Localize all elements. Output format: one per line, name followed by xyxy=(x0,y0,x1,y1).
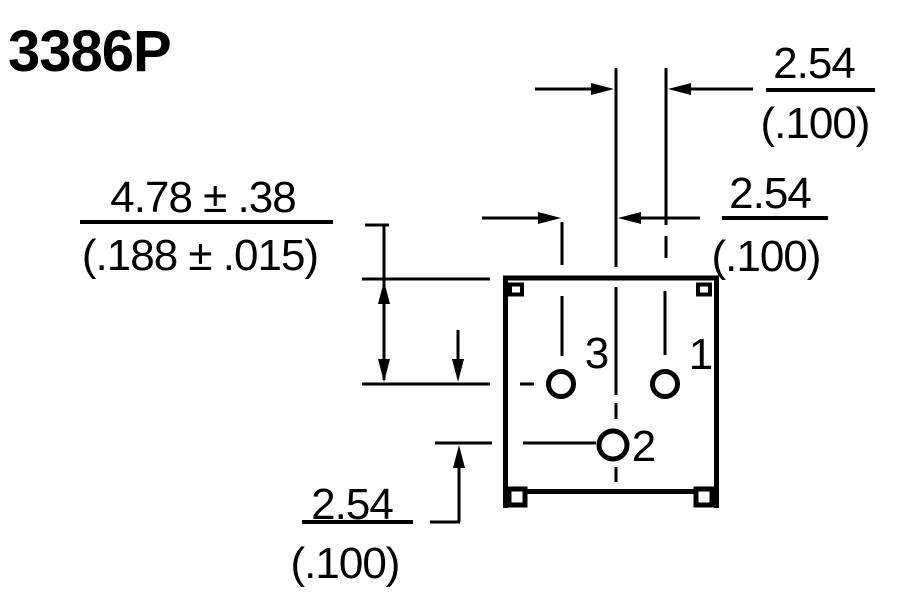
dimension-mm-value: 2.54 xyxy=(729,169,811,218)
dimension-inch-value: (.100) xyxy=(712,232,821,281)
arrow-up-icon xyxy=(453,445,465,468)
pin-2-terminal xyxy=(596,428,630,462)
pin-1-label: 1 xyxy=(689,330,713,379)
centerlines xyxy=(520,68,668,482)
dimension-inch-value: (.100) xyxy=(291,539,400,588)
part-number-title: 3386P xyxy=(8,19,171,84)
dimension-inch-value: (.100) xyxy=(761,99,870,148)
dimension-mm-value: 4.78 ± .38 xyxy=(110,173,295,222)
dimension-body-top-to-pins: 4.78 ± .38 (.188 ± .015) xyxy=(80,173,490,386)
body-outline xyxy=(503,275,719,508)
arrow-left-icon xyxy=(618,212,641,224)
dimension-row-spacing: 2.54 (.100) xyxy=(291,330,492,588)
dimension-mm-value: 2.54 xyxy=(773,39,855,88)
arrow-up-icon xyxy=(378,281,390,304)
dimension-inch-value: (.188 ± .015) xyxy=(82,231,318,280)
dimension-mid-pitch: 2.54 (.100) xyxy=(482,169,828,281)
arrow-right-icon xyxy=(538,212,561,224)
pin-3-terminal xyxy=(546,369,576,399)
pin-2-label: 2 xyxy=(632,422,656,471)
arrow-left-icon xyxy=(668,83,691,95)
arrow-right-icon xyxy=(591,83,614,95)
pin-3-label: 3 xyxy=(585,329,609,378)
standoff-foot-bottom-right xyxy=(693,486,715,508)
standoff-foot-bottom-left xyxy=(506,486,528,508)
pin-1-terminal xyxy=(650,369,680,399)
corner-mark-top-right xyxy=(696,282,712,297)
arrow-down-icon xyxy=(452,359,464,382)
dimension-top-pitch: 2.54 (.100) xyxy=(535,39,875,148)
arrow-down-icon xyxy=(378,359,390,382)
corner-mark-top-left xyxy=(508,282,524,297)
component-body: 3 1 2 xyxy=(503,275,719,508)
